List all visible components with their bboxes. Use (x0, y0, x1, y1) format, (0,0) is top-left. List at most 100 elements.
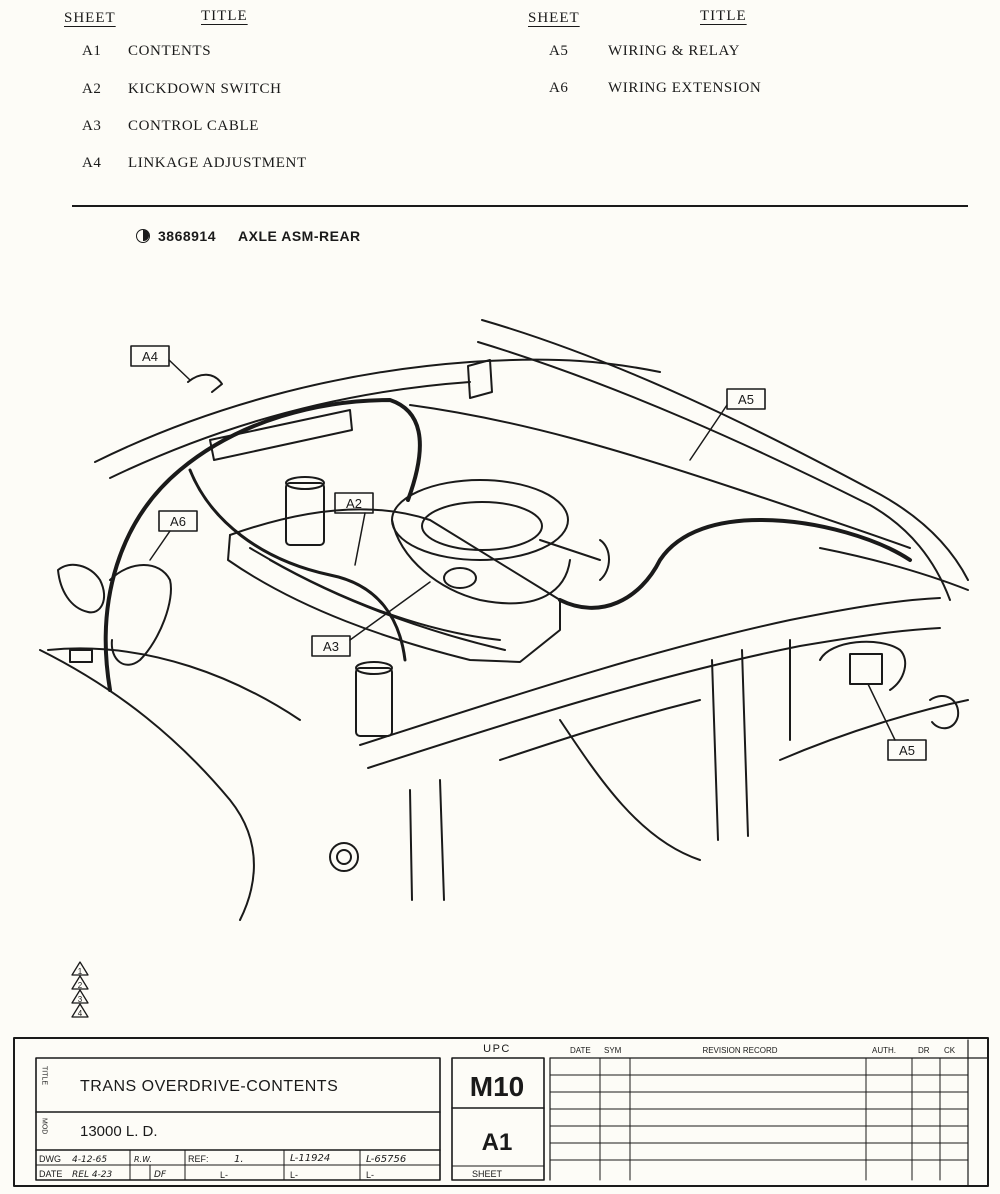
hood-strap (209, 409, 353, 461)
mount-hole-inner (336, 849, 352, 865)
sheet-id: A2 (82, 81, 102, 97)
sheet-header-left: SHEET (64, 10, 116, 26)
sheet-title: WIRING & RELAY (608, 43, 741, 59)
rev-dr-header: DR (918, 1046, 930, 1055)
sheet-title: KICKDOWN SWITCH (128, 81, 282, 97)
sheet-title: CONTROL CABLE (128, 118, 259, 134)
svg-text:A3: A3 (323, 639, 339, 654)
svg-text:A6: A6 (170, 514, 186, 529)
support-post-left-2 (439, 779, 445, 901)
callout-a5-bottom: A5 (867, 683, 927, 761)
contents-row-a4: A4 LINKAGE ADJUSTMENT (82, 155, 307, 172)
svg-text:A4: A4 (142, 349, 158, 364)
front-panel (47, 647, 301, 721)
upc-value: M10 (470, 1071, 524, 1102)
mod-label: MOD (41, 1118, 48, 1134)
dwg-initials: R.W. (134, 1155, 152, 1164)
relay-box (849, 653, 883, 685)
linkage-clip (187, 373, 223, 393)
ref-label: REF: (188, 1154, 209, 1164)
left-fender-inner (109, 381, 471, 479)
left-fender-outline (94, 358, 661, 463)
title-header-left: TITLE (201, 8, 248, 24)
svg-text:3: 3 (78, 995, 83, 1004)
sheet-title: CONTENTS (128, 43, 212, 59)
contents-row-a5: A5 WIRING & RELAY (549, 43, 740, 60)
cowl-line (39, 649, 255, 921)
wiring-harness-right (558, 518, 912, 610)
date-label: DATE (39, 1169, 62, 1179)
coil-top (285, 482, 325, 546)
lower-frame (499, 699, 701, 761)
mount-hole (329, 842, 359, 872)
dwg-date: 4-12-65 (72, 1155, 107, 1165)
wiring-harness-top (409, 404, 911, 549)
wheel-well (559, 719, 701, 861)
wiring-harness-left (103, 398, 422, 692)
sheet-label: SHEET (472, 1169, 503, 1179)
title-label: TITLE (41, 1066, 48, 1085)
svg-text:A5: A5 (738, 392, 754, 407)
contents-row-a2: A2 KICKDOWN SWITCH (82, 81, 282, 98)
rev-auth-header: AUTH. (872, 1046, 896, 1055)
hood-edge-inner (477, 341, 951, 601)
air-cleaner-outline (391, 479, 569, 561)
mod-value: 13000 L. D. (80, 1123, 158, 1140)
section-divider (72, 205, 968, 207)
support-post-mid-2 (741, 649, 749, 837)
sheet-code: A1 (482, 1129, 513, 1156)
bumper-line (779, 699, 969, 761)
valve-cover-rib-2 (269, 559, 506, 651)
callout-a2: A2 (334, 492, 374, 566)
hood-hinge (467, 359, 493, 399)
upc-label: UPC (483, 1043, 511, 1055)
rev-record-header: REVISION RECORD (702, 1046, 777, 1055)
ref-value: 1. (234, 1154, 244, 1165)
sheet-id: A4 (82, 155, 102, 171)
contents-row-a3: A3 CONTROL CABLE (82, 118, 259, 135)
svg-text:4: 4 (78, 1009, 83, 1018)
sheet-header-right: SHEET (528, 10, 580, 26)
hood-edge (481, 319, 969, 581)
svg-text:2: 2 (78, 981, 83, 990)
wiring-harness-mid (188, 468, 407, 662)
svg-text:A2: A2 (346, 496, 362, 511)
l-number-1: L-11924 (290, 1153, 330, 1164)
valve-cover-side (227, 534, 561, 663)
l-blank-2: L- (290, 1170, 298, 1180)
relay-bracket (819, 640, 907, 691)
support-post-left (409, 789, 413, 901)
rev-date-header: DATE (570, 1046, 591, 1055)
dwg-label: DWG (39, 1154, 61, 1164)
sheet-id: A5 (549, 43, 569, 59)
sheet-title: WIRING EXTENSION (608, 80, 762, 96)
callout-a6: A6 (149, 510, 198, 561)
coil-bottom (355, 667, 393, 737)
callout-a3: A3 (311, 581, 431, 657)
valve-cover-top (229, 508, 561, 601)
l-blank-3: L- (366, 1170, 374, 1180)
title-header-right: TITLE (700, 8, 747, 24)
rev-ck-header: CK (944, 1046, 956, 1055)
ground-strap (69, 649, 93, 663)
crossmember-bottom (367, 627, 941, 769)
rel-date: REL 4-23 (72, 1170, 113, 1180)
coil-bottom-cap (355, 661, 393, 675)
drawing-title: TRANS OVERDRIVE-CONTENTS (80, 1078, 338, 1095)
svg-text:1: 1 (78, 967, 83, 976)
coil-top-cap (285, 476, 325, 490)
sheet-id: A3 (82, 118, 102, 134)
right-fender (819, 547, 969, 591)
rel-initials: DF (154, 1170, 167, 1180)
horn-left (57, 563, 106, 614)
svg-text:A5: A5 (899, 743, 915, 758)
revision-triangles: 1 2 3 4 (71, 961, 89, 1018)
filler-cap (443, 567, 477, 589)
l-blank-1: L- (220, 1170, 228, 1180)
title-block (13, 1037, 989, 1187)
sheet-title: LINKAGE ADJUSTMENT (128, 155, 307, 171)
rev-sym-header: SYM (604, 1046, 622, 1055)
